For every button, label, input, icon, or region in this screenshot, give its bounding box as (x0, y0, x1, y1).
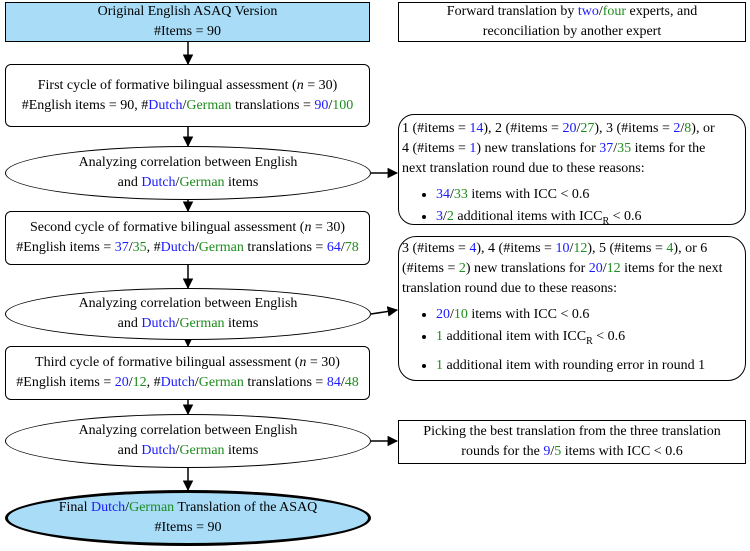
node-cycle2: Second cycle of formative bilingual asse… (5, 211, 370, 265)
node-analyze1: Analyzing correlation between English an… (5, 146, 371, 200)
node-cycle3: Third cycle of formative bilingual asses… (5, 346, 370, 400)
reasons1-line3: next translation round due to these reas… (402, 161, 645, 176)
arrow-analyze2-to-reasons2 (370, 306, 399, 317)
cycle3-line2: #English items = 20/12, #Dutch/German tr… (16, 375, 359, 390)
final-line1: Final Dutch/German Translation of the AS… (58, 500, 318, 515)
reasons1-bullet-iccr: 3/2 additional items with ICCR < 0.6 (436, 207, 745, 232)
node-forward-translation: Forward translation by two/four experts,… (398, 2, 746, 42)
reasons2-line3: translation round due to these reasons: (402, 281, 618, 296)
picking-line1: Picking the best translation from the th… (423, 424, 721, 439)
cycle3-line1: Third cycle of formative bilingual asses… (35, 355, 340, 370)
node-picking-best: Picking the best translation from the th… (398, 420, 746, 464)
forward-line2: reconciliation by another expert (482, 24, 662, 39)
reasons1-bullets: 34/33 items with ICC < 0.6 3/2 additiona… (402, 185, 745, 234)
analyze1-line2: and Dutch/German items (117, 175, 259, 190)
analyze3-line1: Analyzing correlation between English (78, 423, 298, 438)
node-analyze2: Analyzing correlation between English an… (5, 288, 371, 340)
analyze2-line1: Analyzing correlation between English (78, 296, 298, 311)
analyze1-line1: Analyzing correlation between English (78, 155, 298, 170)
reasons1-line2: 4 (#items = 1) new translations for 37/3… (402, 141, 706, 156)
cycle2-line2: #English items = 37/35, #Dutch/German tr… (16, 240, 359, 255)
picking-line2: rounds for the 9/5 items with ICC < 0.6 (461, 444, 683, 459)
cycle1-line1: First cycle of formative bilingual asses… (37, 77, 338, 93)
forward-line1: Forward translation by two/four experts,… (446, 4, 698, 19)
reasons1-line1: 1 (#items = 14), 2 (#items = 20/27), 3 (… (402, 121, 715, 136)
node-analyze3: Analyzing correlation between English an… (5, 414, 371, 468)
node-reasons1: 1 (#items = 14), 2 (#items = 20/27), 3 (… (398, 114, 746, 227)
node-cycle1: First cycle of formative bilingual asses… (5, 64, 370, 127)
analyze2-line2: and Dutch/German items (117, 316, 259, 331)
cycle2-line1: Second cycle of formative bilingual asse… (29, 220, 346, 235)
original-items: #Items = 90 (154, 24, 221, 39)
reasons2-line2: (#items = 2) new translations for 20/12 … (402, 261, 723, 276)
original-title: Original English ASAQ Version (97, 4, 278, 19)
reasons2-bullet-rounding: 1 additional item with rounding error in… (436, 356, 745, 376)
reasons2-bullet-iccr: 1 additional item with ICCR < 0.6 (436, 327, 745, 352)
reasons1-bullet-icc: 34/33 items with ICC < 0.6 (436, 185, 745, 205)
reasons2-bullets: 20/10 items with ICC < 0.6 1 additional … (402, 305, 745, 378)
node-final-translation: Final Dutch/German Translation of the AS… (5, 490, 371, 546)
reasons2-bullet-icc: 20/10 items with ICC < 0.6 (436, 305, 745, 325)
node-original-version: Original English ASAQ Version #Items = 9… (5, 2, 370, 42)
analyze3-line2: and Dutch/German items (117, 443, 259, 458)
final-items: #Items = 90 (154, 520, 222, 535)
node-reasons2: 3 (#items = 4), 4 (#items = 10/12), 5 (#… (398, 236, 746, 381)
cycle1-line2: #English items = 90, #Dutch/German trans… (21, 97, 354, 113)
reasons2-line1: 3 (#items = 4), 4 (#items = 10/12), 5 (#… (402, 241, 708, 256)
